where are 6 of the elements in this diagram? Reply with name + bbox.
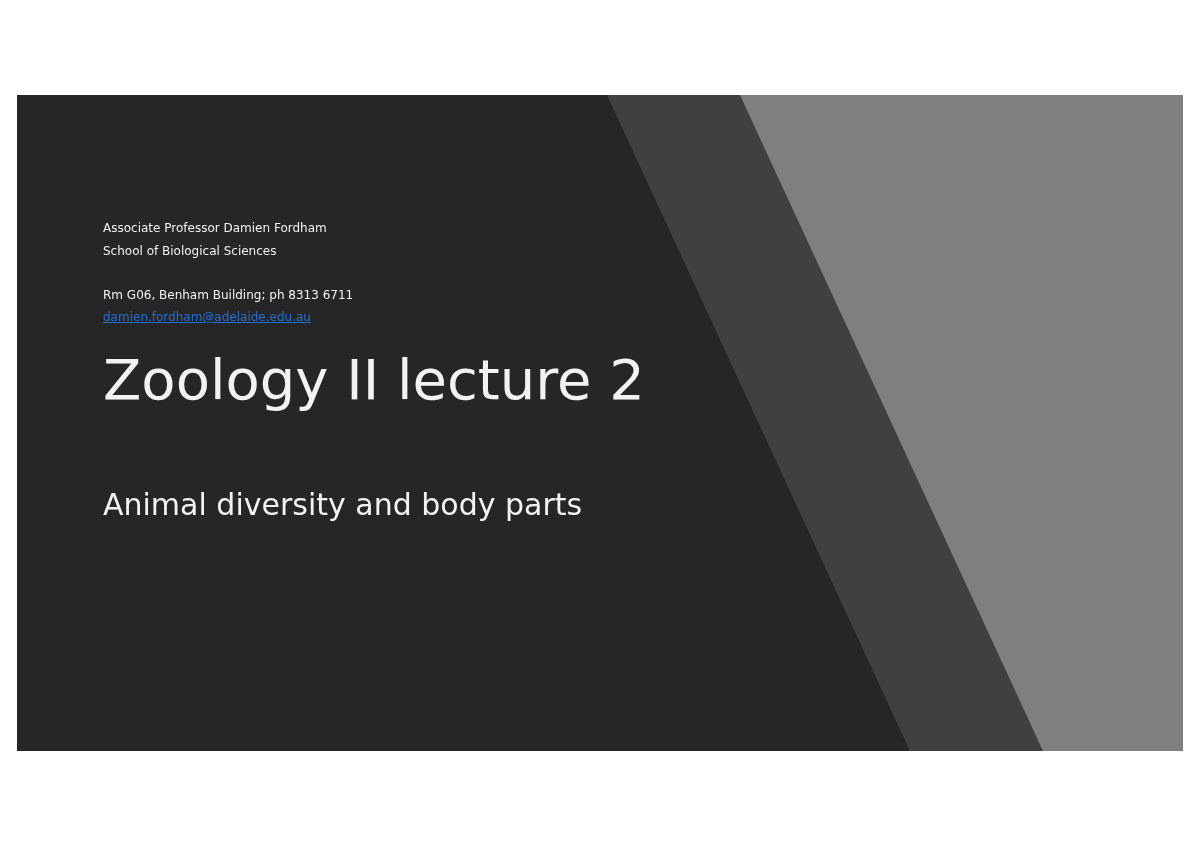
subtitle: Animal diversity and body parts bbox=[103, 487, 583, 522]
email-link: damien.fordham@adelaide.edu.au bbox=[103, 310, 311, 324]
office-text: Rm G06, Benham Building; ph 8313 6711 bbox=[103, 288, 354, 302]
slide-title: Zoology II lecture 2 bbox=[103, 347, 645, 412]
department-text: School of Biological Sciences bbox=[103, 244, 277, 258]
author-name: Associate Professor Damien Fordham bbox=[103, 221, 327, 235]
